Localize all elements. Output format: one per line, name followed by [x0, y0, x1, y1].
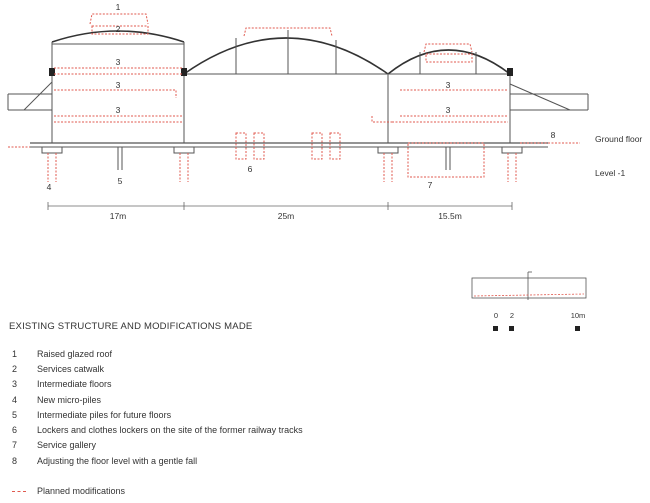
scale-mark-2: [509, 326, 514, 331]
roof-arch-right: [387, 49, 511, 75]
legend-item: 4 New micro-piles: [12, 392, 303, 407]
dimension-25m: 25m: [278, 211, 295, 221]
legend-item: 2 Services catwalk: [12, 361, 303, 376]
legend-text: Adjusting the floor level with a gentle …: [37, 455, 198, 466]
legend-item: 1 Raised glazed roof: [12, 346, 303, 361]
scale-tick-0: 0: [494, 311, 498, 320]
callout-6: 6: [248, 164, 253, 174]
roof-arch-left: [51, 30, 185, 43]
callout-5: 5: [118, 176, 123, 186]
planned-modifications-label: Planned modifications: [37, 486, 126, 496]
legend-item: 3 Intermediate floors: [12, 377, 303, 392]
scale-mark-0: [493, 326, 498, 331]
scale-mark-10m: [575, 326, 580, 331]
legend-text: Intermediate floors: [37, 379, 112, 390]
legend-number: 3: [12, 379, 18, 390]
legend-item: 5 Intermediate piles for future floors: [12, 407, 303, 422]
legend-number: 2: [12, 363, 18, 374]
legend-text: Services catwalk: [37, 363, 105, 374]
callout-8: 8: [551, 130, 556, 140]
raised-roof-left: [89, 13, 149, 25]
callout-2: 2: [116, 24, 121, 34]
callout-1: 1: [116, 2, 121, 12]
callout-3d: 3: [446, 80, 451, 90]
callout-7: 7: [428, 180, 433, 190]
callout-3c: 3: [116, 105, 121, 115]
ground-floor-label: Ground floor: [595, 134, 643, 144]
dashed-line-swatch: [12, 490, 26, 492]
callout-3e: 3: [446, 105, 451, 115]
legend-number: 7: [12, 440, 18, 451]
scale-tick-10m: 10m: [571, 311, 586, 320]
scale-tick-2: 2: [510, 311, 514, 320]
legend-number: 6: [12, 425, 18, 436]
roof-arch-middle: [183, 37, 389, 75]
callout-3b: 3: [116, 80, 121, 90]
legend-number: 4: [12, 394, 18, 405]
legend-text: New micro-piles: [37, 394, 102, 405]
legend-text: Raised glazed roof: [37, 348, 113, 359]
legend-item: 6 Lockers and clothes lockers on the site…: [12, 422, 303, 437]
callout-4: 4: [47, 182, 52, 192]
legend-number: 1: [12, 348, 18, 359]
legend-number: 8: [12, 455, 18, 466]
dimension-line: [47, 202, 513, 210]
level-minus-1-label: Level -1: [595, 168, 626, 178]
dimension-17m: 17m: [110, 211, 127, 221]
dimension-15-5m: 15.5m: [438, 211, 462, 221]
legend-item: 8 Adjusting the floor level with a gentle…: [12, 453, 303, 468]
section-title: EXISTING STRUCTURE AND MODIFICATIONS MAD…: [9, 321, 253, 332]
legend-item: 7 Service gallery: [12, 438, 303, 453]
catwalk-left: [91, 25, 149, 35]
callout-3a: 3: [116, 57, 121, 67]
legend-text: Lockers and clothes lockers on the site …: [37, 425, 303, 436]
legend-text: Service gallery: [37, 440, 97, 451]
legend-number: 5: [12, 409, 18, 420]
legend-text: Intermediate piles for future floors: [37, 409, 172, 420]
key-plan: [471, 271, 587, 300]
planned-modifications-key: Planned modifications: [12, 486, 125, 496]
